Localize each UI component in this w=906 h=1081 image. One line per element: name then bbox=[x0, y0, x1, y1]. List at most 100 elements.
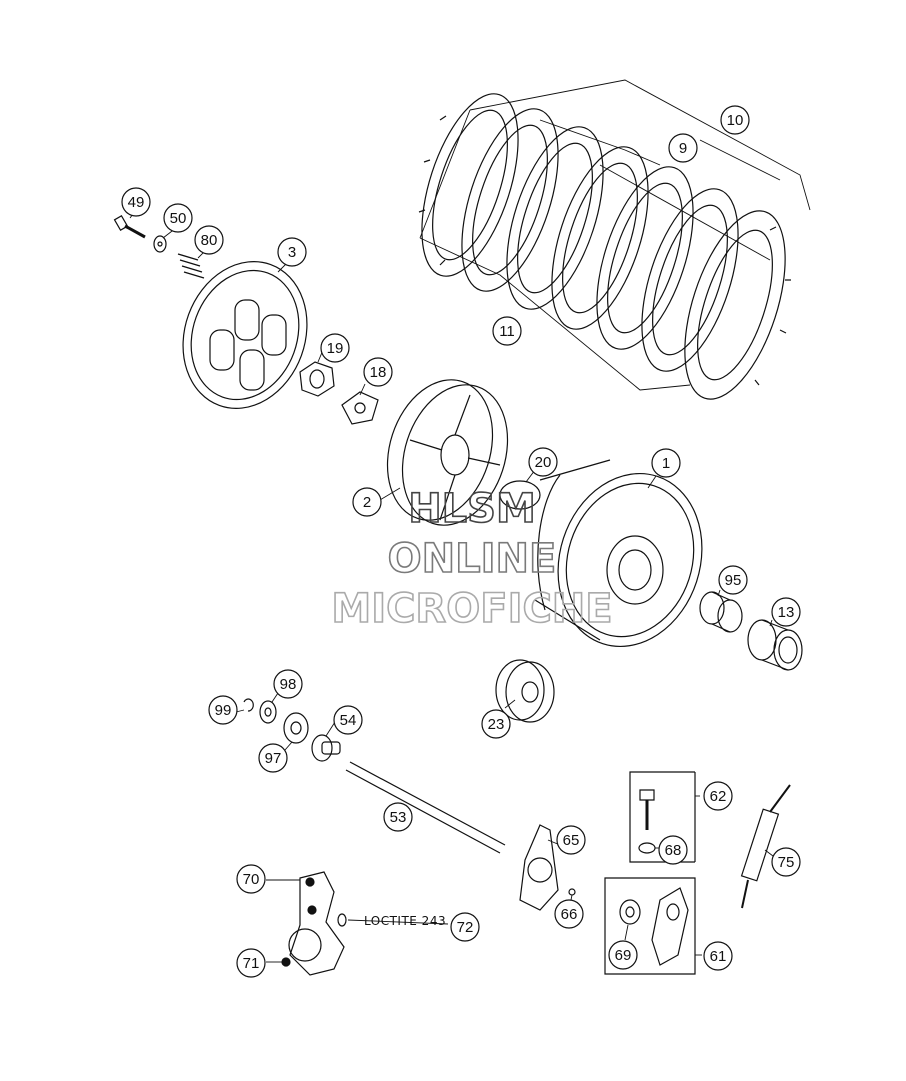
svg-text:50: 50 bbox=[170, 210, 187, 227]
svg-text:18: 18 bbox=[370, 364, 387, 381]
callout-20: 20 bbox=[528, 447, 558, 477]
bracket-11 bbox=[420, 238, 690, 390]
clutch-basket bbox=[535, 455, 724, 666]
bleeder-box bbox=[630, 772, 695, 862]
callout-13: 13 bbox=[771, 597, 801, 627]
pressure-piece-54 bbox=[312, 735, 340, 761]
svg-text:19: 19 bbox=[327, 340, 344, 357]
svg-text:71: 71 bbox=[243, 955, 260, 972]
svg-text:80: 80 bbox=[201, 232, 218, 249]
svg-text:MICROFICHE: MICROFICHE bbox=[331, 586, 612, 632]
callout-49: 49 bbox=[121, 187, 151, 217]
callout-9: 9 bbox=[668, 133, 698, 163]
bushing-13 bbox=[748, 620, 802, 670]
bleeder-screw-62 bbox=[640, 790, 654, 830]
circlip-99 bbox=[244, 699, 253, 711]
svg-text:75: 75 bbox=[778, 854, 795, 871]
needle-bearing-95 bbox=[700, 592, 742, 632]
piston-69 bbox=[620, 900, 640, 924]
washer-98 bbox=[260, 701, 276, 723]
callout-11: 11 bbox=[492, 316, 522, 346]
spring-80 bbox=[178, 254, 204, 278]
svg-text:11: 11 bbox=[499, 323, 515, 340]
svg-text:53: 53 bbox=[390, 809, 407, 826]
callout-10: 10 bbox=[720, 105, 750, 135]
friction-plate bbox=[623, 177, 758, 382]
push-rod-53 bbox=[346, 762, 505, 853]
friction-plate bbox=[533, 135, 668, 340]
ball-66 bbox=[569, 889, 575, 895]
callout-97: 97 bbox=[258, 743, 288, 773]
callout-2: 2 bbox=[352, 487, 382, 517]
svg-text:68: 68 bbox=[665, 842, 682, 859]
callout-98: 98 bbox=[273, 669, 303, 699]
svg-text:66: 66 bbox=[561, 906, 578, 923]
bolt-72 bbox=[338, 914, 346, 926]
washer-50 bbox=[154, 236, 166, 252]
svg-text:HLSM: HLSM bbox=[408, 486, 536, 532]
svg-text:54: 54 bbox=[340, 712, 357, 729]
loctite-note: LOCTITE 243 bbox=[364, 914, 446, 928]
callout-18: 18 bbox=[363, 357, 393, 387]
callout-19: 19 bbox=[320, 333, 350, 363]
callout-75: 75 bbox=[771, 847, 801, 877]
bolt-49 bbox=[115, 216, 145, 237]
svg-text:49: 49 bbox=[128, 194, 145, 211]
friction-plate bbox=[578, 155, 713, 360]
svg-text:2: 2 bbox=[363, 494, 371, 511]
callout-62: 62 bbox=[703, 781, 733, 811]
callout-71: 71 bbox=[236, 948, 266, 978]
lock-washer-18 bbox=[342, 392, 378, 424]
callout-1: 1 bbox=[651, 448, 681, 478]
svg-text:20: 20 bbox=[535, 454, 552, 471]
callout-99: 99 bbox=[208, 695, 238, 725]
callout-54: 54 bbox=[333, 705, 363, 735]
svg-text:61: 61 bbox=[710, 948, 727, 965]
svg-text:95: 95 bbox=[725, 572, 742, 589]
friction-plate bbox=[403, 82, 538, 287]
callout-61: 61 bbox=[703, 941, 733, 971]
svg-text:10: 10 bbox=[727, 112, 744, 129]
svg-text:3: 3 bbox=[288, 244, 296, 261]
primary-gear-23 bbox=[496, 660, 554, 722]
callout-3: 3 bbox=[277, 237, 307, 267]
svg-text:9: 9 bbox=[679, 140, 687, 157]
callout-72: 72 bbox=[450, 912, 480, 942]
svg-text:72: 72 bbox=[457, 919, 474, 936]
svg-text:98: 98 bbox=[280, 676, 297, 693]
friction-plate bbox=[665, 199, 805, 411]
svg-text:13: 13 bbox=[778, 604, 795, 621]
callout-80: 80 bbox=[194, 225, 224, 255]
callout-65: 65 bbox=[556, 825, 586, 855]
callout-23: 23 bbox=[481, 709, 511, 739]
friction-plate bbox=[443, 97, 578, 302]
svg-text:23: 23 bbox=[488, 716, 505, 733]
svg-text:70: 70 bbox=[243, 871, 260, 888]
syringe-75 bbox=[742, 785, 790, 908]
callout-53: 53 bbox=[383, 802, 413, 832]
svg-text:65: 65 bbox=[563, 832, 580, 849]
svg-text:1: 1 bbox=[662, 455, 670, 472]
callouts: 10 9 11 49 50 80 3 19 18 2 20 1 95 13 23… bbox=[121, 105, 801, 978]
svg-text:97: 97 bbox=[265, 750, 282, 767]
gasket-65 bbox=[520, 825, 558, 910]
inner-clutch-hub bbox=[370, 366, 525, 539]
nut-19 bbox=[300, 362, 334, 396]
slave-cylinder-box bbox=[605, 878, 695, 974]
svg-text:69: 69 bbox=[615, 947, 632, 964]
callout-95: 95 bbox=[718, 565, 748, 595]
callout-70: 70 bbox=[236, 864, 266, 894]
callout-69: 69 bbox=[608, 940, 638, 970]
release-bracket bbox=[282, 872, 344, 975]
o-ring-68 bbox=[639, 843, 655, 853]
clutch-plate-stack bbox=[403, 80, 810, 411]
callout-66: 66 bbox=[554, 899, 584, 929]
svg-text:62: 62 bbox=[710, 788, 727, 805]
slave-cylinder-61 bbox=[652, 888, 688, 965]
pressure-plate bbox=[163, 244, 327, 426]
svg-text:99: 99 bbox=[215, 702, 232, 719]
callout-68: 68 bbox=[658, 835, 688, 865]
bearing-97 bbox=[284, 713, 308, 743]
leader-lines bbox=[129, 209, 774, 963]
